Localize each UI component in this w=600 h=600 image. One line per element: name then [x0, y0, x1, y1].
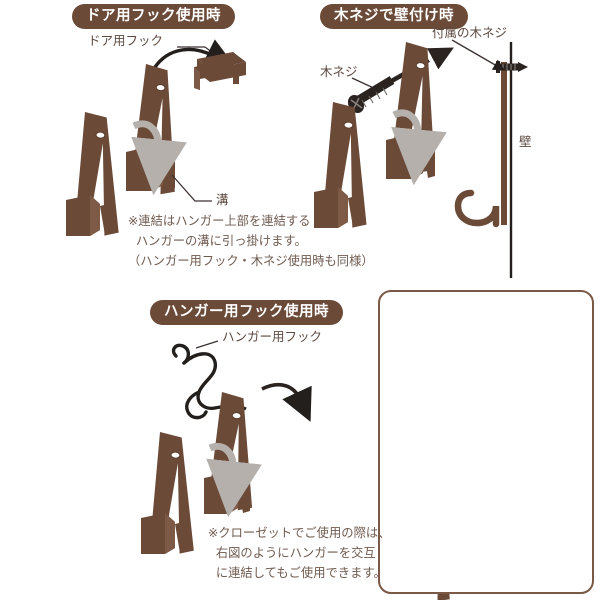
groove-leader-line — [171, 174, 212, 202]
label-hanger-hook: ハンガー用フック — [222, 329, 323, 344]
installed-screw-leader-line — [451, 39, 505, 71]
door-hook-block — [194, 52, 246, 90]
label-door-hook: ドア用フック — [88, 33, 164, 48]
closet-example-frame — [378, 290, 594, 594]
hanger-lower-wall-footblock — [314, 187, 360, 228]
label-wall: 壁 — [519, 134, 532, 149]
wall-screw-illustration — [314, 39, 528, 278]
hanger-lower-door-footblock — [66, 195, 112, 236]
hanger-hook-leader-line — [195, 340, 219, 349]
door-hook-illustration — [66, 39, 246, 236]
door-hook-motion-arrow — [150, 39, 236, 73]
note-door-hook: ※連結はハンガー上部を連結する ハンガーの溝に引っ掛けます。 （ハンガー用フック… — [128, 214, 374, 268]
note-hanger-hook: ※クローゼットでご使用の際は、 右図のようにハンガーを交互 に連結してもご使用で… — [208, 526, 391, 580]
door-hook-insert-arrow — [131, 120, 187, 196]
label-included-screw: 付属の木ネジ — [432, 25, 508, 40]
wall-insert-arrow — [391, 109, 447, 186]
hanger-lower-hook-footblock — [141, 513, 187, 554]
hanger-hook-motion-arrow — [261, 382, 312, 422]
panel-title-hanger-hook: ハンガー用フック使用時 — [150, 300, 343, 325]
panel-title-door-hook: ドア用フック使用時 — [72, 4, 235, 29]
label-groove: 溝 — [216, 192, 229, 207]
panel-title-wall-screw: 木ネジで壁付け時 — [320, 4, 468, 29]
wall-hanger-bottom-hook — [454, 189, 500, 228]
hanger-hook-illustration — [141, 340, 312, 554]
wire-hanger-hook — [171, 343, 218, 420]
hanger-hook-insert-arrow — [206, 443, 262, 518]
label-screw: 木ネジ — [320, 64, 358, 79]
